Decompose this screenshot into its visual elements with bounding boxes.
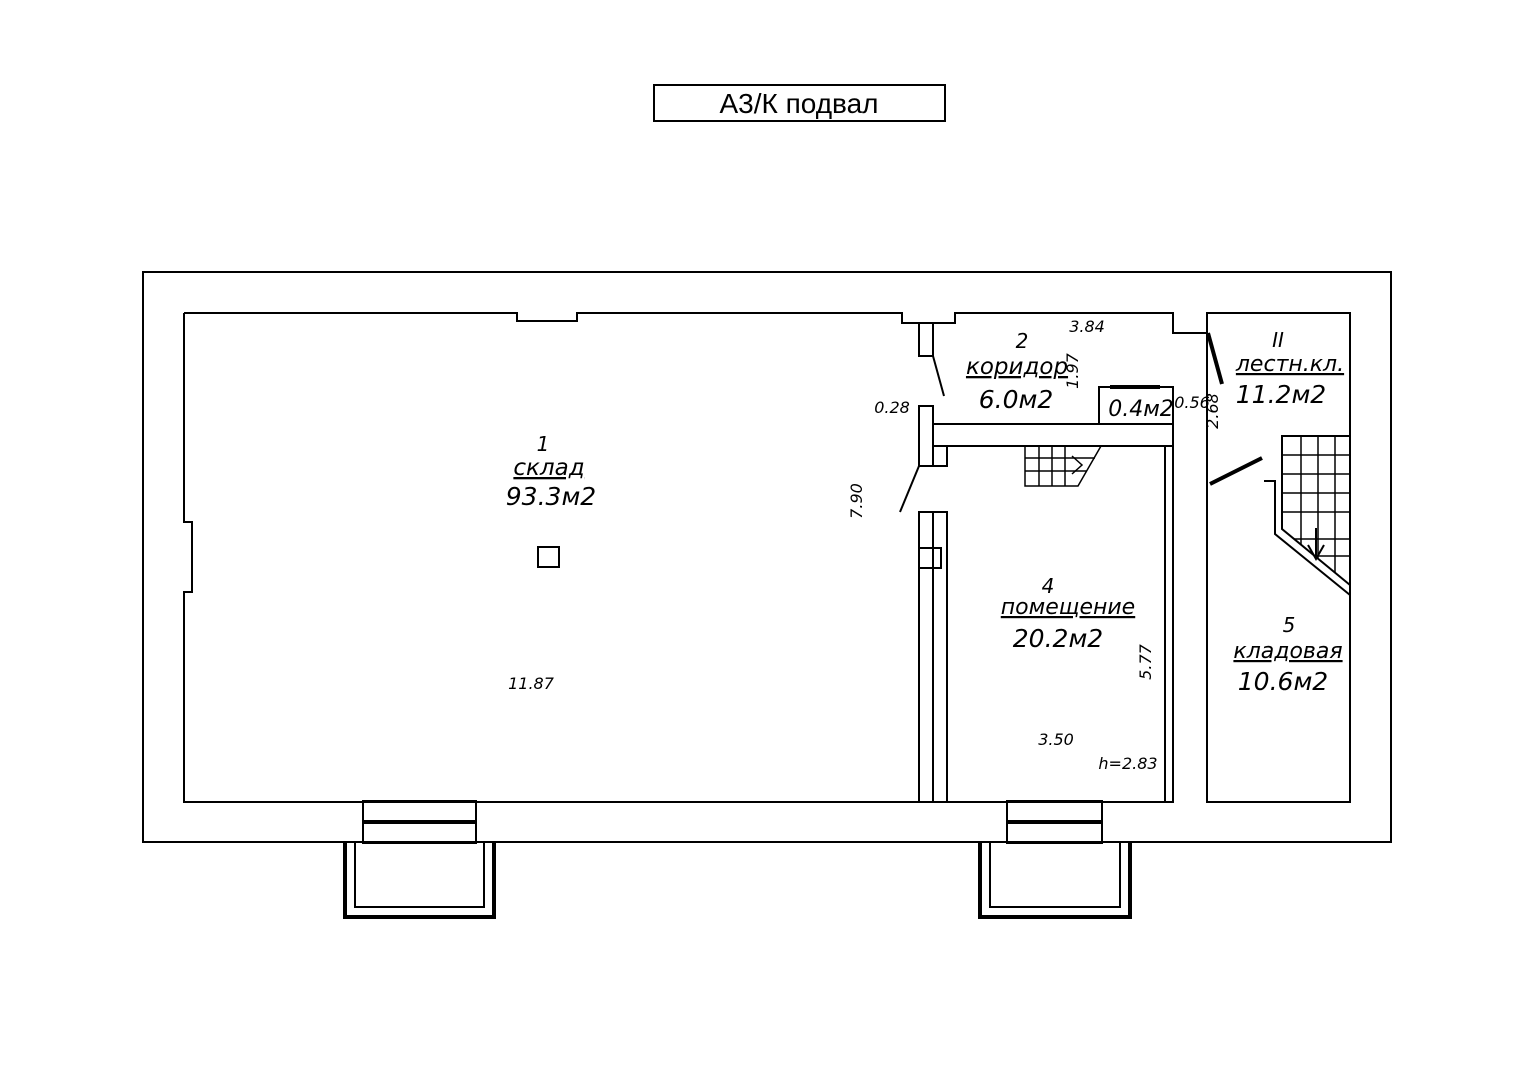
dimension-label: 2.68 bbox=[1203, 393, 1222, 429]
room-number: 5 bbox=[1283, 613, 1296, 637]
dimension-label: 7.90 bbox=[847, 483, 866, 519]
dimension-label: 11.87 bbox=[508, 674, 555, 693]
room-name: лестн.кл. bbox=[1235, 352, 1344, 377]
room-name: кладовая bbox=[1233, 639, 1342, 664]
inner-wall-main bbox=[183, 312, 1208, 803]
stair-room-wall bbox=[1206, 312, 1351, 803]
dimension-label: 5.77 bbox=[1136, 643, 1155, 679]
room-label-stair: II лестн.кл. 11.2м2 bbox=[1235, 328, 1344, 409]
dimension-label: 0.28 bbox=[874, 398, 910, 417]
closet bbox=[1098, 385, 1174, 425]
dimension-label: 0.56 bbox=[1174, 393, 1210, 412]
room-area: 93.3м2 bbox=[506, 482, 596, 511]
room-area: 10.6м2 bbox=[1238, 667, 1328, 696]
room-number: 1 bbox=[537, 432, 550, 456]
room-name: коридор bbox=[966, 354, 1068, 380]
column bbox=[537, 546, 560, 568]
room-number: 2 bbox=[1016, 329, 1029, 353]
main-staircase bbox=[1264, 435, 1351, 596]
room-label-4: 4 помещение 20.2м2 bbox=[1001, 574, 1135, 653]
room-area: 0.4м2 bbox=[1108, 397, 1174, 422]
room-number: II bbox=[1272, 328, 1284, 352]
room-label-5: 5 кладовая 10.6м2 bbox=[1233, 613, 1342, 696]
title-box: А3/К подвал bbox=[653, 84, 946, 122]
room-number: 4 bbox=[1042, 574, 1055, 598]
dimension-labels: 3.84 1.97 0.28 0.56 2.68 7.90 5.77 11.87… bbox=[508, 317, 1222, 773]
door-swings bbox=[899, 332, 1263, 513]
room-area: 6.0м2 bbox=[979, 385, 1054, 414]
partition-wall bbox=[918, 322, 948, 803]
room-name: помещение bbox=[1001, 595, 1135, 620]
dimension-label: 3.84 bbox=[1069, 317, 1105, 336]
window-well-left bbox=[343, 800, 496, 919]
outer-wall bbox=[142, 271, 1392, 843]
room-area: 11.2м2 bbox=[1236, 380, 1326, 409]
window-well-right bbox=[978, 800, 1132, 919]
plan-title: А3/К подвал bbox=[719, 88, 878, 119]
small-stair bbox=[1024, 445, 1102, 487]
height-label: h=2.83 bbox=[1098, 754, 1157, 773]
room-name: склад bbox=[513, 455, 584, 481]
room-label-1: 1 склад 93.3м2 bbox=[506, 432, 596, 511]
room-area: 20.2м2 bbox=[1013, 624, 1103, 653]
dimension-label: 3.50 bbox=[1038, 730, 1074, 749]
dimension-label: 1.97 bbox=[1063, 352, 1082, 388]
room-label-closet: 0.4м2 bbox=[1108, 397, 1174, 422]
room-label-2: 2 коридор 6.0м2 bbox=[966, 329, 1068, 414]
